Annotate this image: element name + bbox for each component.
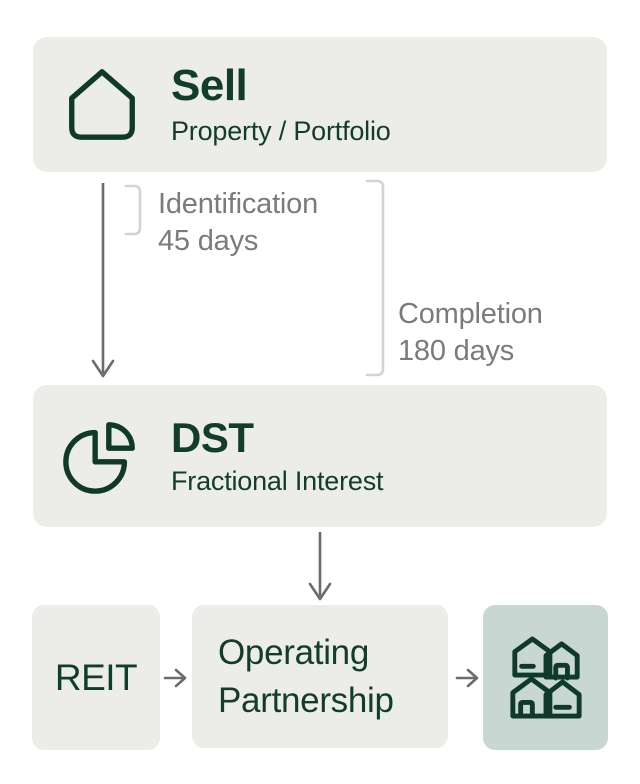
properties-card — [483, 605, 608, 750]
arrow-down-dst-to-op-icon — [308, 532, 332, 601]
dst-card: DST Fractional Interest — [33, 385, 607, 527]
sell-card-text: Sell Property / Portfolio — [171, 62, 391, 147]
house-icon — [63, 65, 141, 145]
sell-title: Sell — [171, 61, 248, 111]
dst-title: DST — [171, 413, 254, 461]
completion-title: Completion — [398, 298, 543, 330]
dst-subtitle: Fractional Interest — [171, 466, 384, 497]
arrow-down-sell-to-dst-icon — [91, 183, 115, 378]
identification-bracket-icon — [124, 184, 142, 236]
pie-chart-icon — [61, 415, 141, 497]
arrow-right-reit-to-op-icon — [163, 668, 187, 688]
sell-subtitle: Property / Portfolio — [171, 115, 391, 146]
reit-label: REIT — [54, 656, 138, 698]
reit-card: REIT — [32, 605, 160, 750]
completion-duration: 180 days — [398, 335, 515, 367]
operating-partnership-card: Operating Partnership — [192, 605, 448, 748]
arrow-right-op-to-properties-icon — [455, 668, 479, 688]
houses-icon — [507, 635, 585, 721]
dst-card-text: DST Fractional Interest — [171, 413, 384, 497]
sell-card: Sell Property / Portfolio — [33, 37, 607, 172]
completion-label: Completion 180 days — [398, 296, 543, 370]
identification-title: Identification — [158, 188, 319, 220]
identification-label: Identification 45 days — [158, 186, 318, 260]
completion-bracket-icon — [365, 179, 385, 377]
identification-duration: 45 days — [158, 225, 259, 257]
operating-partnership-label: Operating Partnership — [218, 633, 394, 720]
